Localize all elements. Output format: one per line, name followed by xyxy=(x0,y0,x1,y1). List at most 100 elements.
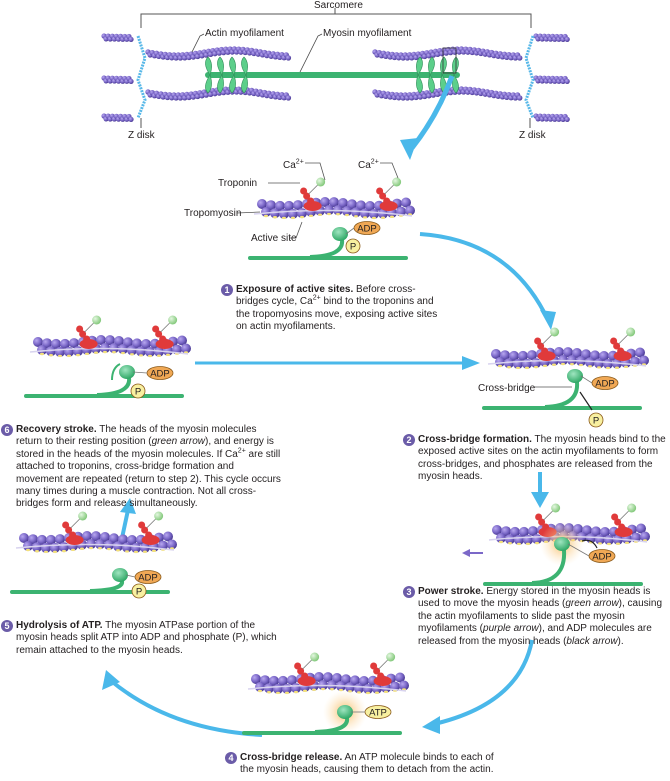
actin-bead xyxy=(261,207,271,217)
step-6-title: Recovery stroke. xyxy=(16,424,97,435)
active-site xyxy=(517,542,521,546)
troponin xyxy=(69,531,77,539)
actin-bead xyxy=(128,116,134,122)
actin-bead xyxy=(270,208,280,219)
actin-bead xyxy=(635,347,645,358)
active-site xyxy=(300,215,304,219)
actin-bead xyxy=(572,348,582,359)
actin-bead xyxy=(181,343,191,354)
myosin-filament xyxy=(248,256,408,260)
actin-bead xyxy=(504,358,514,369)
troponin xyxy=(83,335,91,343)
step-6-badge: 6 xyxy=(1,424,13,436)
actin-bead xyxy=(612,358,622,369)
myosin-head xyxy=(416,56,423,76)
panel-4-cross-bridge-release: ATP xyxy=(242,652,409,735)
actin-bead xyxy=(128,36,134,42)
adp-molecule-label: ADP xyxy=(150,369,170,380)
step-2-title: Cross-bridge formation. xyxy=(418,434,532,445)
troponin xyxy=(618,523,626,531)
actin-bead xyxy=(564,116,570,122)
troponin xyxy=(377,672,385,680)
active-site xyxy=(309,214,313,218)
active-site xyxy=(94,351,98,354)
troponin xyxy=(294,662,302,670)
active-site xyxy=(276,691,280,695)
actin-bead xyxy=(293,200,303,211)
actin-bead xyxy=(118,534,128,545)
phosphate xyxy=(130,383,146,399)
actin-bead xyxy=(492,525,502,535)
active-site xyxy=(58,354,62,358)
actin-bead xyxy=(564,36,570,42)
troponin xyxy=(297,676,316,686)
troponin xyxy=(145,531,153,539)
active-site xyxy=(98,546,102,550)
actin-bead xyxy=(639,355,649,366)
active-site xyxy=(579,363,583,367)
active-site xyxy=(606,366,610,370)
tropomyosin-label: Tropomyosin xyxy=(184,208,242,219)
active-site xyxy=(85,352,89,356)
active-site xyxy=(53,550,57,554)
troponin xyxy=(301,672,309,680)
phosphate-label: P xyxy=(593,416,599,427)
actin-bead xyxy=(278,675,288,686)
adp-molecule-label: ADP xyxy=(138,573,158,584)
step-5-badge: 5 xyxy=(1,620,13,632)
active-site xyxy=(498,364,502,368)
actin-bead xyxy=(284,200,294,211)
sarcomere-bracket xyxy=(140,8,532,28)
actin-bead xyxy=(640,531,650,542)
sarcomere-title: Sarcomere xyxy=(314,0,363,11)
step-4-title: Cross-bridge release. xyxy=(240,752,343,763)
actin-bead xyxy=(405,205,415,216)
actin-bead xyxy=(517,55,523,61)
active-site xyxy=(62,549,66,553)
troponin xyxy=(383,197,391,205)
active-site xyxy=(71,548,75,552)
active-site xyxy=(157,354,161,357)
active-site xyxy=(291,216,295,220)
troponin xyxy=(159,335,167,343)
green-arrow xyxy=(111,363,121,381)
ca-right-label: Ca2+ xyxy=(358,158,379,171)
step-5-description: 5 Hydrolysis of ATP. The myosin ATPase p… xyxy=(1,620,286,657)
zoom-arrow xyxy=(410,75,455,150)
actin-bead xyxy=(105,335,115,346)
active-site xyxy=(327,212,331,216)
active-site xyxy=(26,548,30,552)
active-site xyxy=(267,690,271,694)
troponin xyxy=(155,339,174,349)
actin-bead xyxy=(591,526,601,537)
active-site xyxy=(597,366,601,369)
actin-bead xyxy=(320,197,330,208)
active-site xyxy=(384,690,388,694)
phosphate xyxy=(131,583,147,599)
z-disk-right-label: Z disk xyxy=(519,130,546,141)
panel-3-power-stroke: ADP xyxy=(483,503,650,586)
tropomyosin xyxy=(247,684,407,692)
active-site xyxy=(607,542,611,546)
adp-molecule-label: ADP xyxy=(357,224,377,235)
zoom-box xyxy=(442,47,457,74)
arrow-4-to-5 xyxy=(108,678,263,737)
actin-bead xyxy=(96,335,106,346)
myosin-filament xyxy=(10,590,170,594)
active-site xyxy=(258,689,262,693)
actin-bead xyxy=(275,200,285,211)
actin-bead xyxy=(251,674,261,684)
actin-bead xyxy=(141,338,151,349)
myosin-head xyxy=(217,56,224,76)
z-disk-left-label: Z disk xyxy=(128,130,155,141)
active-site xyxy=(390,215,394,219)
troponin xyxy=(376,187,384,195)
active-site xyxy=(107,547,111,551)
active-site xyxy=(366,691,370,695)
actin-bead xyxy=(314,672,324,683)
actin-bead xyxy=(167,539,177,550)
active-site xyxy=(152,549,156,553)
